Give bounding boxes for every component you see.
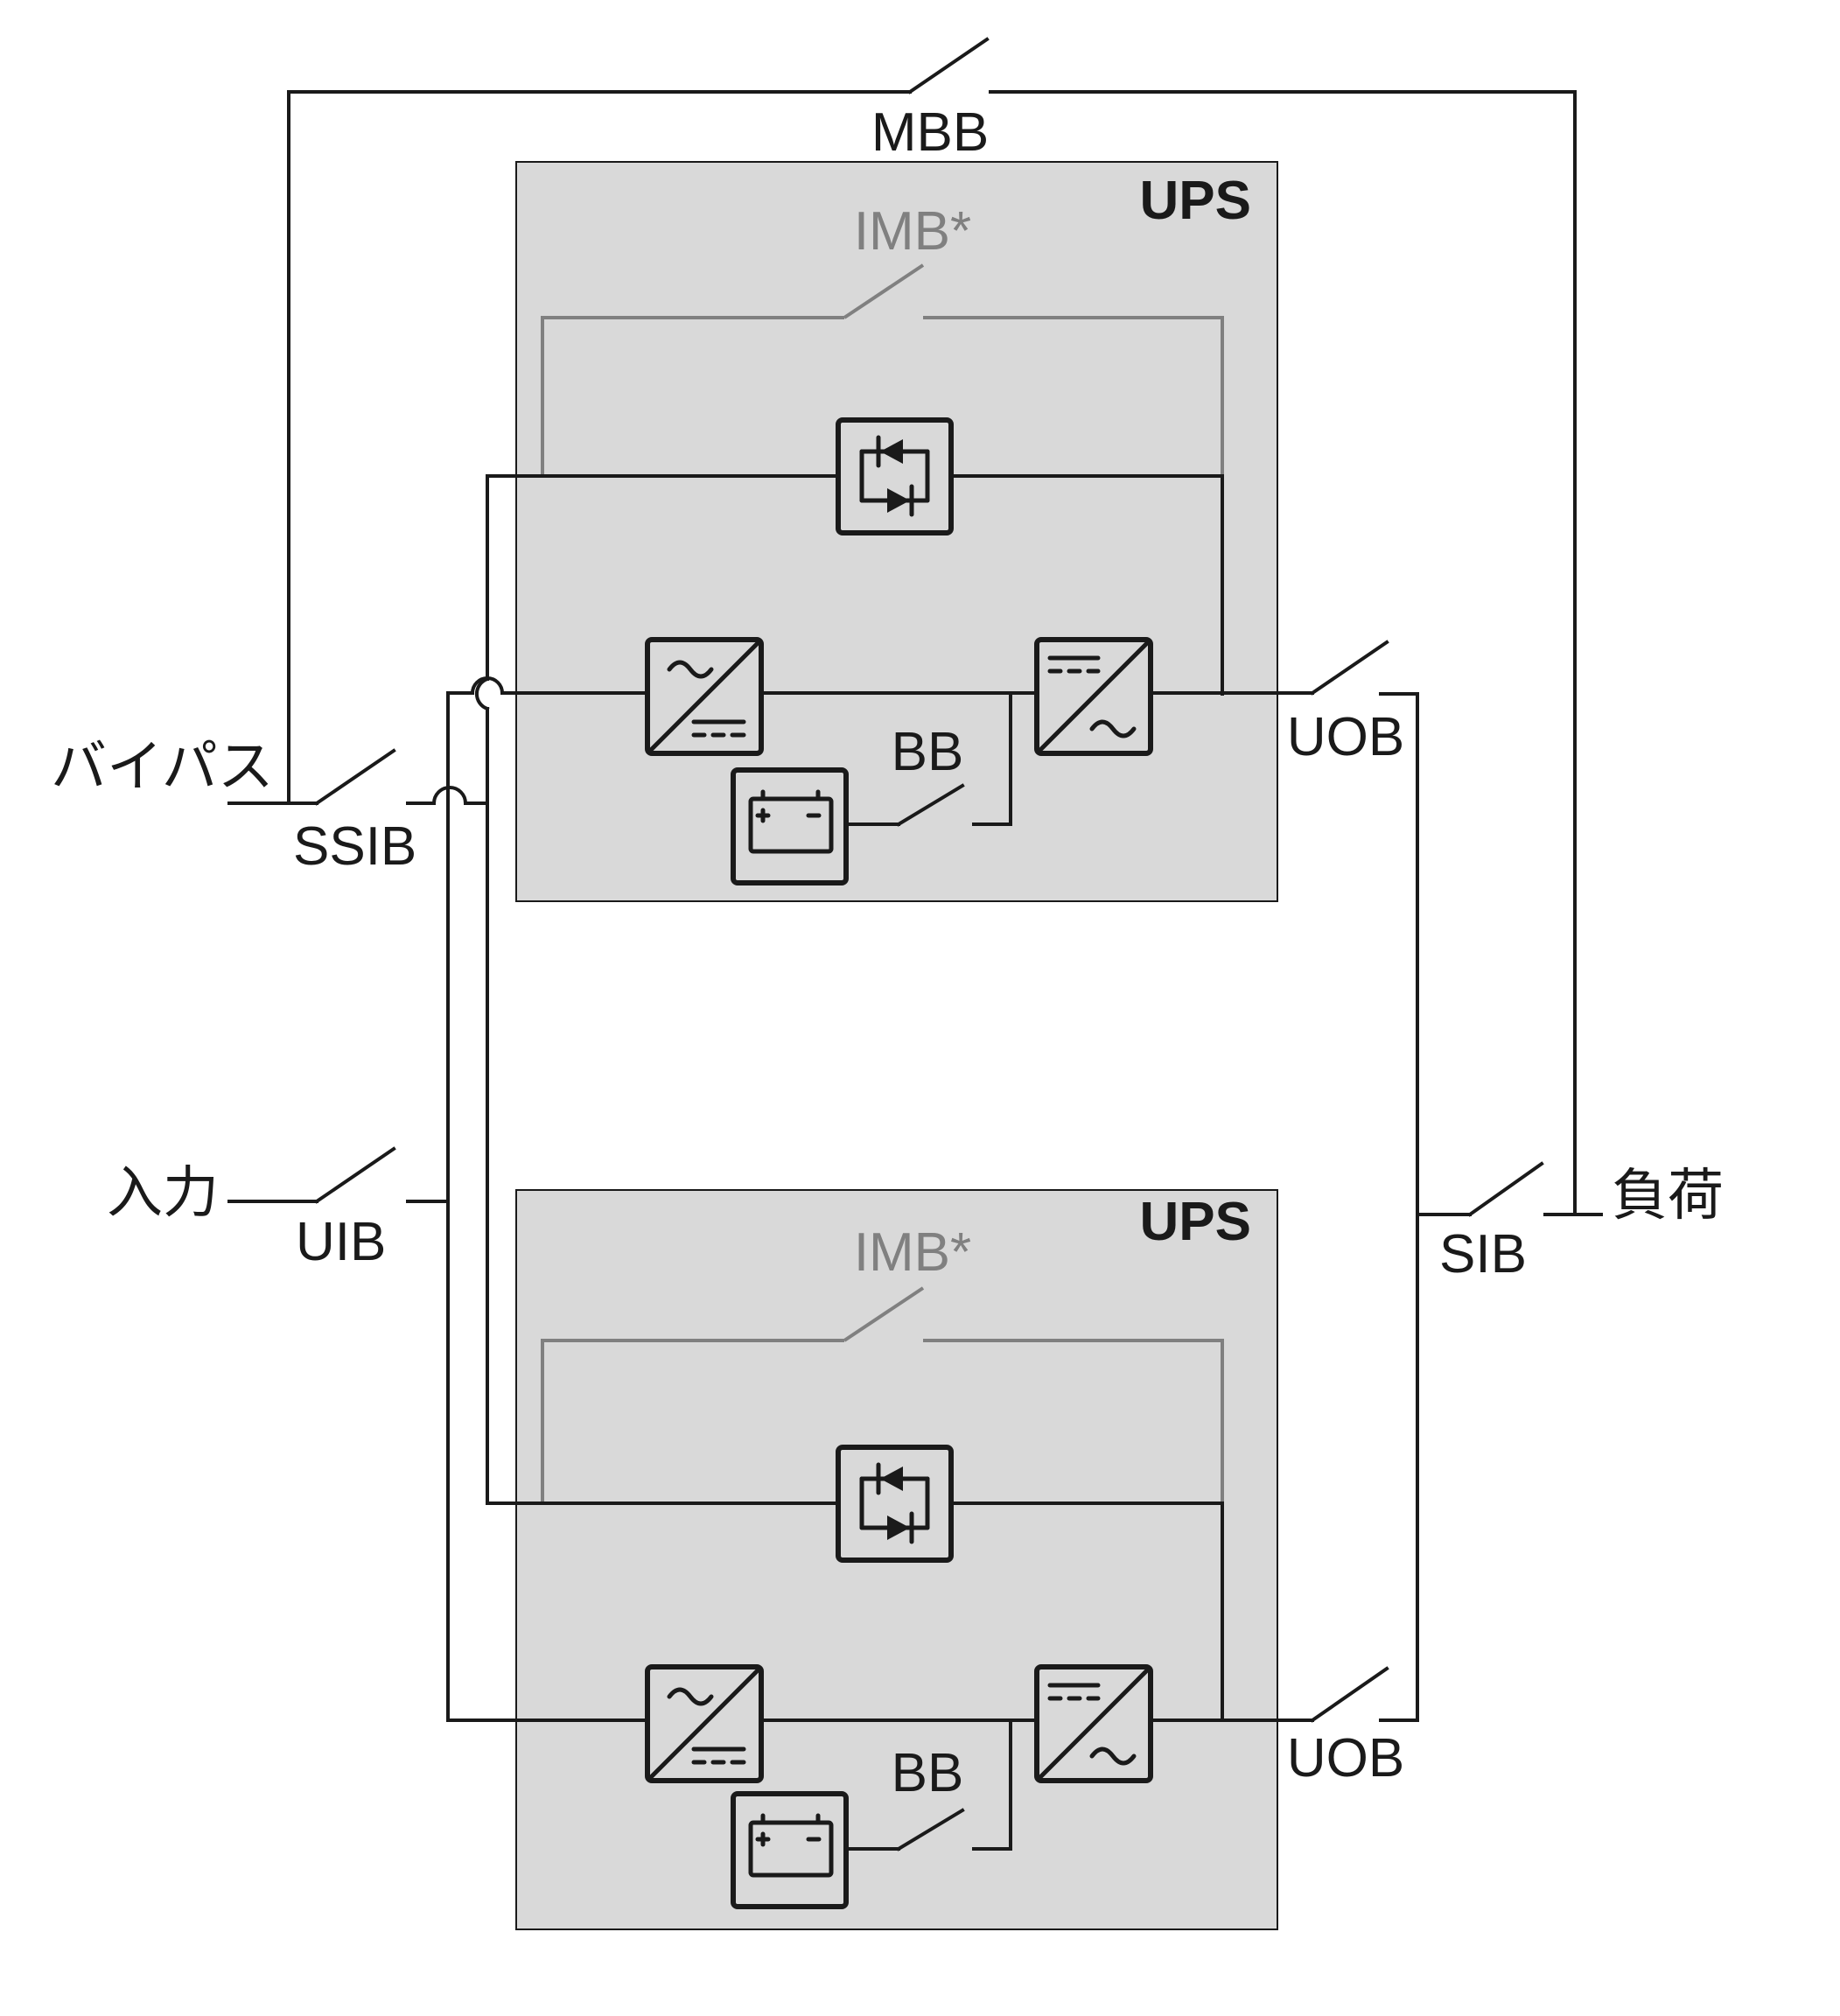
load-label: 負荷 [1612,1164,1724,1228]
static-switch-icon [836,417,954,536]
sib-label: SIB [1439,1224,1527,1284]
inverter-icon [1034,1664,1153,1783]
static-switch-icon [836,1445,954,1563]
ups-2-internals [486,1286,1389,1909]
ups-1-uob-label: UOB [1287,707,1404,767]
uib-label: UIB [296,1212,386,1272]
output-bus [1379,692,1472,1722]
ups-2-bb-label: BB [892,1743,964,1803]
ups-1-internals [486,263,1389,886]
ssib-breaker [227,474,560,1505]
ups-2-title: UPS [1140,1192,1251,1252]
battery-icon [731,1791,849,1909]
ups-1-title: UPS [1140,171,1251,231]
mbb-breaker [287,37,1603,1216]
ups-2-imb-label: IMB* [854,1222,971,1283]
input-label: 入力 [107,1161,219,1226]
sib-breaker [1467,1161,1577,1217]
inverter-icon [1034,637,1153,756]
mbb-label: MBB [871,102,989,163]
ups-2-uob-label: UOB [1287,1728,1404,1788]
ups-1-imb-label: IMB* [854,201,971,262]
rectifier-icon [645,1664,764,1783]
ssib-label: SSIB [293,816,416,877]
battery-icon [731,767,849,886]
bypass-label: バイパス [51,735,274,800]
rectifier-icon [645,637,764,756]
ups-1-bb-label: BB [892,722,964,782]
